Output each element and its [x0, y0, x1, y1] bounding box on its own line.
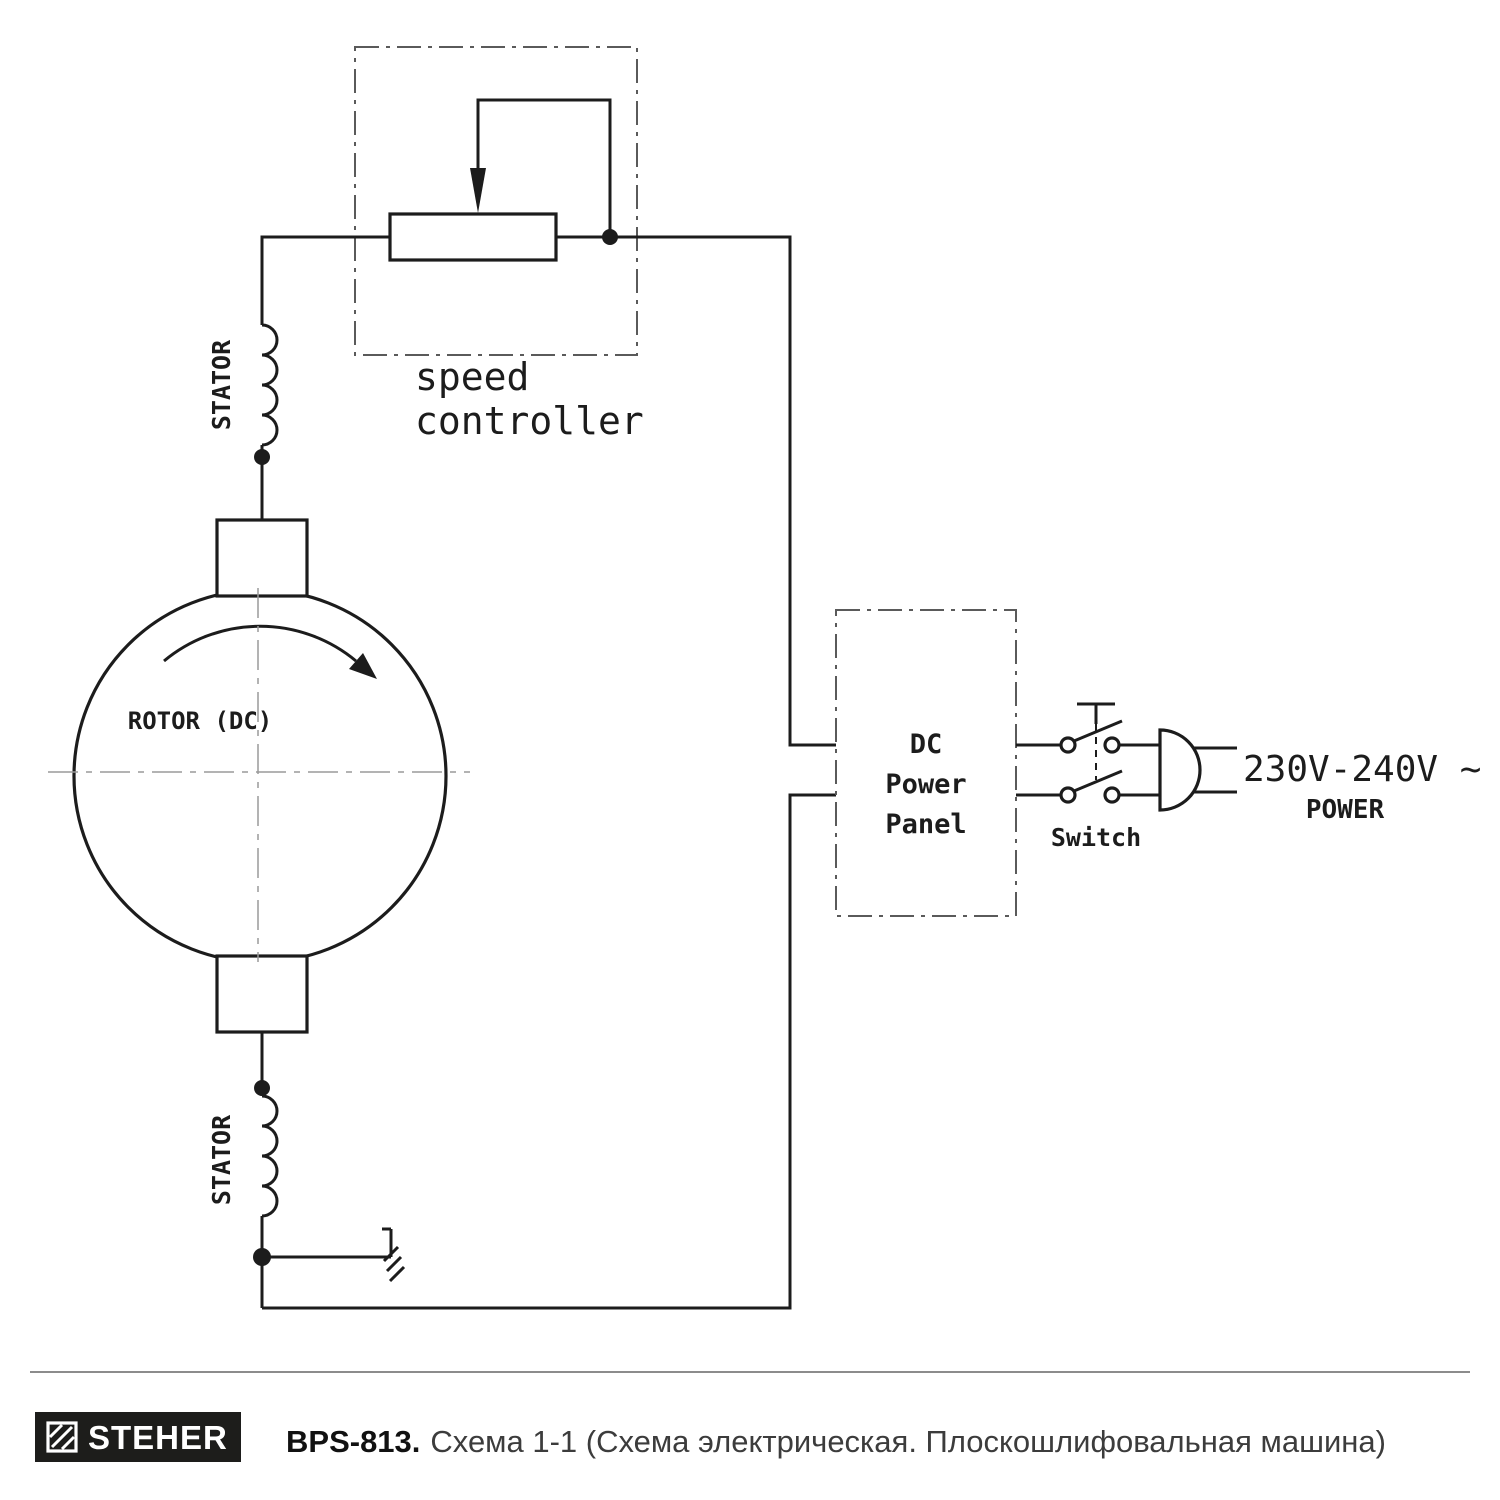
- junction-dot: [254, 449, 270, 465]
- rotor-label: ROTOR (DC): [128, 707, 273, 735]
- speed-controller-label-line2: controller: [415, 399, 644, 443]
- speed-controller-dashed-box: [354, 46, 638, 356]
- dc-power-panel-label-line2: Power: [885, 769, 966, 800]
- dc-power-panel-dashed-box: [835, 609, 1017, 917]
- speed-controller-label-line1: speed: [415, 355, 529, 399]
- rotor-assembly: ROTOR (DC): [48, 518, 470, 1034]
- supply-power-label: POWER: [1306, 795, 1385, 825]
- wire-bottom-return: [262, 793, 836, 1310]
- plug-body: [1158, 728, 1202, 812]
- footer-caption: BPS-813. Схема 1-1 (Схема электрическая. …: [286, 1424, 1386, 1460]
- footer-divider: [30, 1371, 1470, 1373]
- wire-top-feed: [556, 235, 836, 747]
- stator-bottom-label: STATOR: [207, 1114, 236, 1205]
- ground-symbol: [382, 1227, 406, 1283]
- rotor-circle: [72, 588, 448, 964]
- rheostat-body: [388, 212, 558, 262]
- junction-dot: [254, 1080, 270, 1096]
- brush-top: [215, 518, 309, 598]
- switch-symbol: Switch: [1016, 702, 1160, 852]
- rheostat-wiper-arrow: [470, 168, 486, 213]
- speed-controller-block: speed controller: [354, 46, 644, 443]
- steher-logo: STEHER: [35, 1412, 241, 1462]
- model-number: BPS-813.: [286, 1424, 421, 1459]
- rotation-arrow-head: [349, 653, 377, 679]
- brush-bottom: [215, 954, 309, 1034]
- bottom-circuit-wiring: [253, 1032, 406, 1308]
- brand-name: STEHER: [88, 1418, 228, 1456]
- steher-logo-icon: [46, 1421, 78, 1453]
- mains-plug: 230V-240V ~ POWER: [1158, 728, 1481, 825]
- supply-voltage-label: 230V-240V ~: [1243, 749, 1481, 790]
- stator-coil-top: [261, 323, 279, 447]
- wire-rheostat-to-stator: [260, 235, 390, 325]
- rotation-arrow-arc: [163, 624, 357, 663]
- switch-blade-bottom: [1073, 769, 1123, 793]
- stator-coil-bottom: [261, 1094, 279, 1218]
- switch-label: Switch: [1051, 823, 1141, 852]
- switch-blade-top: [1073, 719, 1123, 743]
- rheostat-wiper-wire: [476, 98, 612, 237]
- dc-power-panel-label-line1: DC: [910, 729, 943, 760]
- dc-power-panel-label-line3: Panel: [885, 809, 966, 840]
- left-circuit-wiring: [254, 235, 390, 520]
- caption-text: Схема 1-1 (Схема электрическая. Плоскошл…: [430, 1424, 1386, 1459]
- stator-top-label: STATOR: [207, 339, 236, 430]
- dc-power-panel: DC Power Panel: [835, 609, 1017, 917]
